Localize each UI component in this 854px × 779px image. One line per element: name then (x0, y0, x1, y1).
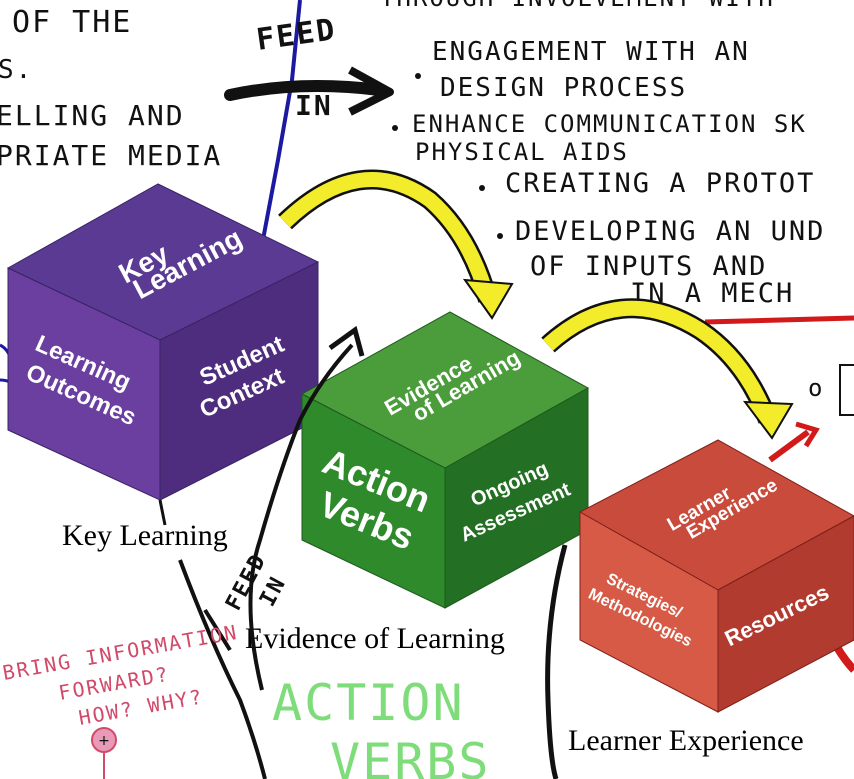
action-verbs-line-2: VERBS (330, 733, 491, 779)
action-verbs-line-1: ACTION (272, 674, 465, 732)
right-fragment: o (808, 364, 854, 416)
black-ink-line-1 (248, 343, 354, 691)
feed-in-arrow (224, 80, 386, 101)
cube-learner-experience: Learner Experience Strategies/ Methodolo… (578, 439, 854, 713)
note-line-3: ELLING AND (0, 99, 185, 132)
yellow-arrow-2 (541, 298, 794, 440)
bullet-line-4: PHYSICAL AIDS (415, 138, 629, 166)
cube-key-learning: Key Learning Learning Outcomes Student C… (6, 183, 320, 501)
bullet-line-0: THROUGH INVOLVEMENT WITH (380, 0, 775, 12)
red-ink-arrowhead (795, 421, 820, 448)
bring-forward-note: BRING INFORMATION FORWARD? HOW? WHY? + (1, 620, 240, 779)
note-line-1: OF THE (12, 5, 132, 40)
action-verbs-note: ACTION VERBS (272, 674, 491, 779)
bullet-line-2: DESIGN PROCESS (440, 73, 687, 103)
caption-evidence-of-learning: Evidence of Learning (245, 622, 505, 655)
right-fragment-text: o (808, 374, 824, 402)
feed-in-top: FEED IN (224, 12, 394, 122)
black-ink-arrowhead (328, 325, 365, 357)
feed-label: FEED (254, 12, 338, 58)
bullet-line-5: CREATING A PROTOT (505, 168, 815, 199)
caption-learner-experience: Learner Experience (568, 724, 804, 757)
note-line-4: PRIATE MEDIA (0, 139, 222, 172)
caption-key-learning: Key Learning (62, 519, 228, 552)
red-ink-arrow (768, 429, 810, 463)
blue-ink-line (260, 0, 302, 246)
in-label: IN (295, 89, 333, 122)
red-ink-line-top (704, 315, 854, 325)
note-line-2: S. (0, 55, 33, 85)
bullet-line-3: ENHANCE COMMUNICATION SK (412, 110, 807, 138)
bullet-line-7: OF INPUTS AND (530, 251, 767, 282)
black-ink-mark (203, 608, 232, 652)
black-ink-line-3 (545, 544, 568, 779)
black-ink-tick (158, 499, 167, 526)
cube-evidence-of-learning: Evidence of Learning Action Verbs Ongoin… (300, 311, 590, 609)
notes-bullets: THROUGH INVOLVEMENT WITH ENGAGEMENT WITH… (380, 0, 825, 309)
notes-top-left: OF THE S. ELLING AND PRIATE MEDIA (0, 5, 222, 172)
black-ink-line-2 (178, 559, 267, 779)
cube-learner-right (717, 515, 854, 713)
bullet-line-1: ENGAGEMENT WITH AN (432, 37, 750, 67)
yellow-arrow-1 (278, 169, 514, 320)
feed-in-mid: FEED IN (221, 549, 291, 615)
feed-in-arrowhead (348, 66, 394, 116)
bullet-line-6: DEVELOPING AN UND (515, 216, 825, 247)
svg-text:+: + (98, 733, 110, 749)
